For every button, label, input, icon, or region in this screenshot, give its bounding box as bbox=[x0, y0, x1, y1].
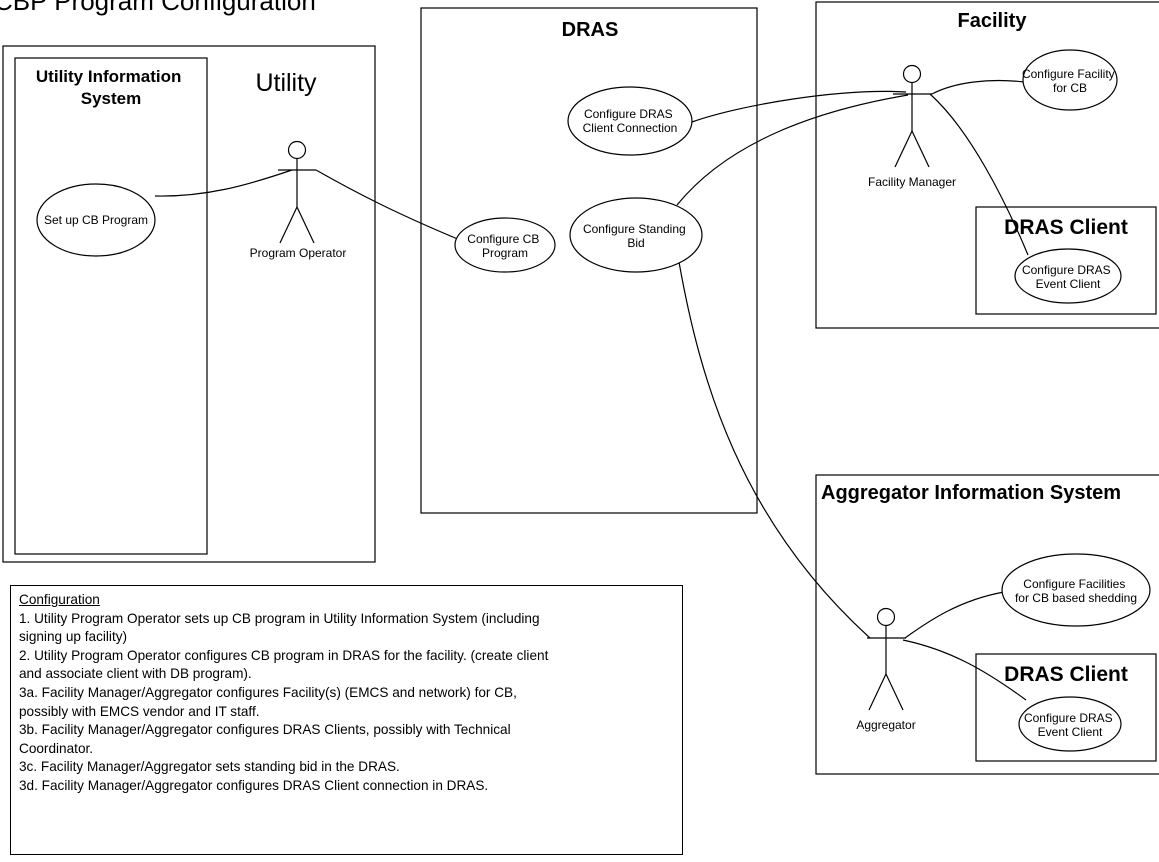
svg-text:Configure Facilities for: Configure Facilities for CB based sheddi… bbox=[1015, 577, 1137, 605]
aggregator-actor: Aggregator bbox=[856, 607, 916, 732]
link-operator-configure-cb bbox=[315, 169, 461, 241]
link-fm-dras-event-client bbox=[929, 93, 1029, 256]
configuration-notes: Configuration 1. Utility Program Operato… bbox=[10, 585, 683, 855]
facility-title: Facility bbox=[958, 10, 1028, 32]
usecase-configure-dras-event-client-facility: Configure DRAS Event Client bbox=[1014, 248, 1122, 304]
usecase-configure-cb-program: Configure CB Program bbox=[454, 217, 556, 273]
dras-client-aggregator-title: DRAS Client bbox=[1004, 663, 1128, 686]
link-aggregator-dras-event-client bbox=[902, 639, 1027, 701]
aggregator-info-system-title: Aggregator Information System bbox=[821, 482, 1121, 504]
usecase-configure-dras-event-client-aggregator: Configure DRAS Event Client bbox=[1018, 696, 1122, 752]
svg-text:Configure DRAS Event Cli: Configure DRAS Event Client bbox=[1022, 263, 1114, 291]
svg-text:Configure DRAS Event Cli: Configure DRAS Event Client bbox=[1024, 711, 1116, 739]
link-operator-setup bbox=[154, 169, 293, 197]
utility-info-system-title: Utility Information System bbox=[36, 67, 186, 108]
link-fm-client-connection bbox=[691, 90, 907, 123]
svg-text:Configure DRAS Client Co: Configure DRAS Client Connection bbox=[583, 107, 678, 135]
link-aggregator-configure-facilities bbox=[904, 591, 1005, 639]
facility-manager-label: Facility Manager bbox=[868, 175, 956, 189]
notes-line: signing up facility) bbox=[19, 629, 128, 645]
notes-line: 3c. Facility Manager/Aggregator sets sta… bbox=[19, 759, 400, 775]
notes-line: Coordinator. bbox=[19, 740, 94, 756]
usecase-configure-standing-bid: Configure Standing Bid bbox=[569, 197, 703, 273]
notes-line: possibly with EMCS vendor and IT staff. bbox=[19, 703, 260, 719]
notes-line: 2. Utility Program Operator configures C… bbox=[19, 647, 549, 663]
svg-text:Configure Standing Bid: Configure Standing Bid bbox=[583, 222, 689, 250]
program-operator-head-icon bbox=[287, 140, 307, 160]
usecase-configure-facility-for-cb: Configure Facility for CB bbox=[1022, 49, 1118, 111]
facility-manager-head-icon bbox=[902, 64, 922, 84]
facility-manager-actor: Facility Manager bbox=[868, 64, 956, 189]
notes-line: 3a. Facility Manager/Aggregator configur… bbox=[19, 684, 517, 700]
svg-text:Set up CB Program: Set up CB Program bbox=[44, 213, 148, 227]
usecase-configure-dras-client-connection: Configure DRAS Client Connection bbox=[567, 86, 693, 156]
notes-line: and associate client with DB program). bbox=[19, 666, 252, 682]
aggregator-head-icon bbox=[876, 607, 896, 627]
utility-title: Utility bbox=[255, 69, 317, 97]
usecase-configure-facilities-cb-shedding: Configure Facilities for CB based sheddi… bbox=[1001, 553, 1151, 627]
program-operator-actor: Program Operator bbox=[250, 140, 347, 260]
usecase-setup-cb-program: Set up CB Program bbox=[36, 183, 156, 257]
dras-client-facility-title: DRAS Client bbox=[1004, 216, 1128, 239]
dras-title: DRAS bbox=[562, 19, 619, 41]
notes-heading: Configuration bbox=[19, 592, 100, 607]
notes-line: 3b. Facility Manager/Aggregator configur… bbox=[19, 722, 511, 738]
notes-line: 3d. Facility Manager/Aggregator configur… bbox=[19, 777, 489, 793]
svg-text:Configure CB Program: Configure CB Program bbox=[467, 232, 542, 260]
program-operator-label: Program Operator bbox=[250, 246, 347, 260]
page-title: CBP Program Configuration bbox=[0, 0, 316, 16]
link-fm-configure-facility bbox=[931, 79, 1025, 95]
utility-info-system-box bbox=[14, 57, 208, 555]
notes-line: 1. Utility Program Operator sets up CB p… bbox=[19, 610, 540, 626]
aggregator-label: Aggregator bbox=[856, 718, 915, 732]
link-fm-standing-bid bbox=[676, 94, 909, 206]
link-aggregator-standing-bid bbox=[678, 261, 871, 639]
svg-text:Configure Facility for C: Configure Facility for CB bbox=[1022, 67, 1118, 95]
